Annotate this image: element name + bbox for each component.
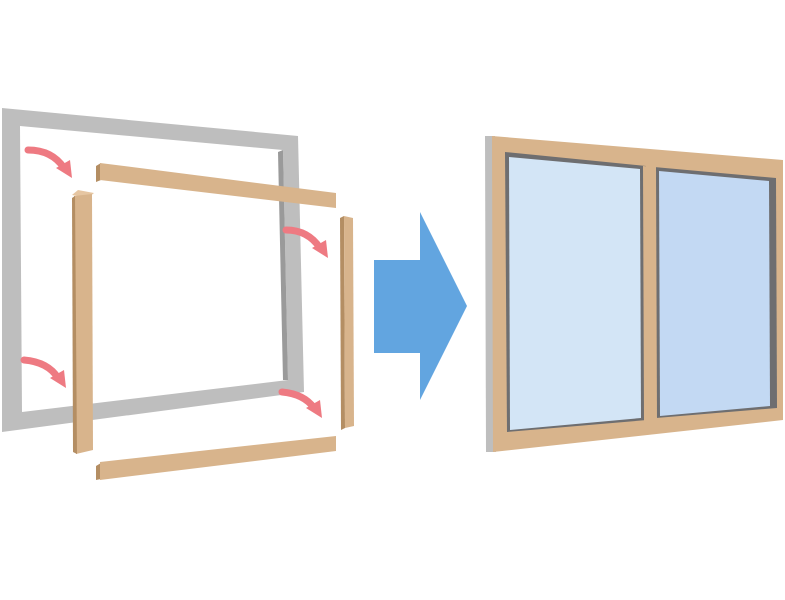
insert-arrow-icon <box>282 226 328 258</box>
insert-arrow-icon <box>24 146 72 178</box>
existing-window-frame <box>2 108 304 432</box>
trim-piece-left <box>72 190 94 454</box>
trim-piece-bottom <box>96 436 336 480</box>
trim-piece-top <box>96 163 336 208</box>
process-arrow-icon <box>374 212 467 400</box>
center-mullion <box>643 166 657 421</box>
insert-arrow-icon <box>20 356 66 388</box>
glass-pane-right <box>659 171 770 416</box>
insert-arrow-icon <box>278 388 322 418</box>
existing-window-frame-shadow <box>278 150 288 380</box>
assembled-window <box>485 136 783 452</box>
trim-piece-right <box>340 216 354 430</box>
glass-pane-left <box>509 157 641 430</box>
disassembly-panel <box>2 108 354 480</box>
